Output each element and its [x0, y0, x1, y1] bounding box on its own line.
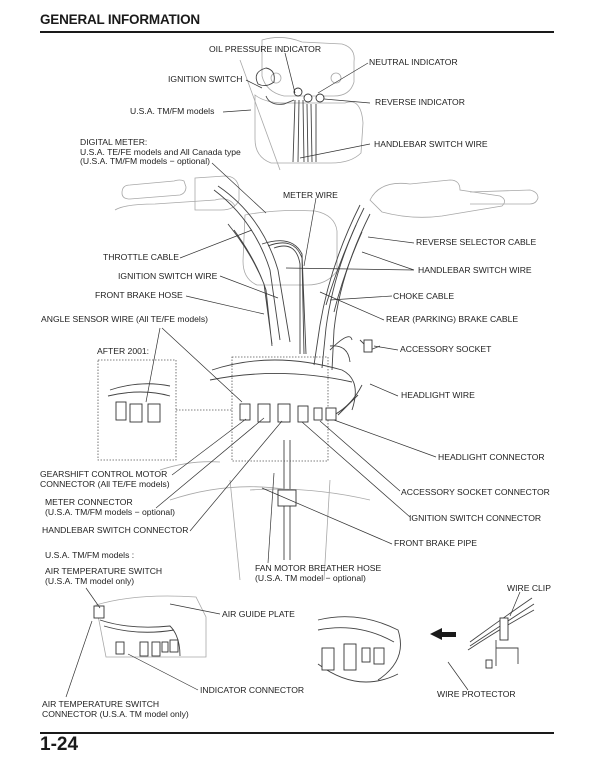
footer-rule: [40, 732, 554, 734]
label-air-guide-plate: AIR GUIDE PLATE: [222, 609, 295, 619]
label-reverse-indicator: REVERSE INDICATOR: [375, 97, 465, 107]
label-wire-protector: WIRE PROTECTOR: [437, 689, 516, 699]
page-number: 1-24: [40, 734, 79, 755]
label-reverse-selector-cable: REVERSE SELECTOR CABLE: [416, 237, 537, 247]
label-angle-sensor-wire: ANGLE SENSOR WIRE (All TE/FE models): [41, 314, 208, 324]
label-handlebar-switch-wire-top: HANDLEBAR SWITCH WIRE: [374, 139, 488, 149]
label-after-2001: AFTER 2001:: [97, 346, 150, 356]
label-front-brake-pipe: FRONT BRAKE PIPE: [394, 538, 477, 548]
arrow-left-icon: [430, 628, 456, 640]
label-oil-pressure-indicator: OIL PRESSURE INDICATOR: [209, 44, 322, 54]
label-wire-clip: WIRE CLIP: [507, 583, 551, 593]
label-meter-wire: METER WIRE: [283, 190, 338, 200]
label-air-temperature-switch-connector: AIR TEMPERATURE SWITCH CONNECTOR (U.S.A.…: [42, 699, 189, 719]
connector-detail-inset: [317, 616, 401, 683]
section-header: GENERAL INFORMATION: [40, 12, 200, 27]
label-choke-cable: CHOKE CABLE: [393, 291, 455, 301]
connector-group: [159, 356, 371, 581]
wire-clip-inset: [467, 597, 535, 669]
label-handlebar-switch-wire: HANDLEBAR SWITCH WIRE: [418, 265, 532, 275]
label-usa-tm-fm-models: U.S.A. TM/FM models: [130, 106, 215, 116]
label-ignition-switch-connector: IGNITION SWITCH CONNECTOR: [409, 513, 542, 523]
label-neutral-indicator: NEUTRAL INDICATOR: [369, 57, 458, 67]
air-guide-inset: [93, 595, 207, 658]
label-ignition-switch-wire: IGNITION SWITCH WIRE: [118, 271, 218, 281]
label-fan-motor-breather-hose: FAN MOTOR BREATHER HOSE (U.S.A. TM model…: [255, 563, 382, 583]
label-throttle-cable: THROTTLE CABLE: [103, 252, 179, 262]
header-rule: [40, 31, 554, 33]
label-headlight-wire: HEADLIGHT WIRE: [401, 390, 475, 400]
label-usa-tm-fm-models-lower: U.S.A. TM/FM models :: [45, 550, 135, 560]
label-digital-meter: DIGITAL METER: U.S.A. TE/FE models and A…: [80, 137, 241, 167]
label-ignition-switch: IGNITION SWITCH: [168, 74, 243, 84]
cable-bundles: [213, 185, 381, 416]
label-rear-parking-brake-cable: REAR (PARKING) BRAKE CABLE: [386, 314, 519, 324]
leader-lines: [65, 52, 521, 698]
instrument-cluster-illustration: [239, 37, 364, 171]
label-accessory-socket: ACCESSORY SOCKET: [400, 344, 492, 354]
label-meter-connector: METER CONNECTOR (U.S.A. TM/FM models − o…: [45, 497, 175, 517]
label-handlebar-switch-connector: HANDLEBAR SWITCH CONNECTOR: [42, 525, 189, 535]
after-2001-inset: [97, 359, 232, 461]
label-air-temperature-switch: AIR TEMPERATURE SWITCH (U.S.A. TM model …: [45, 566, 163, 586]
label-indicator-connector: INDICATOR CONNECTOR: [200, 685, 305, 695]
label-front-brake-hose: FRONT BRAKE HOSE: [95, 290, 183, 300]
label-gearshift-control-motor-connector: GEARSHIFT CONTROL MOTOR CONNECTOR (All T…: [40, 469, 170, 489]
label-accessory-socket-connector: ACCESSORY SOCKET CONNECTOR: [401, 487, 550, 497]
label-headlight-connector: HEADLIGHT CONNECTOR: [438, 452, 545, 462]
